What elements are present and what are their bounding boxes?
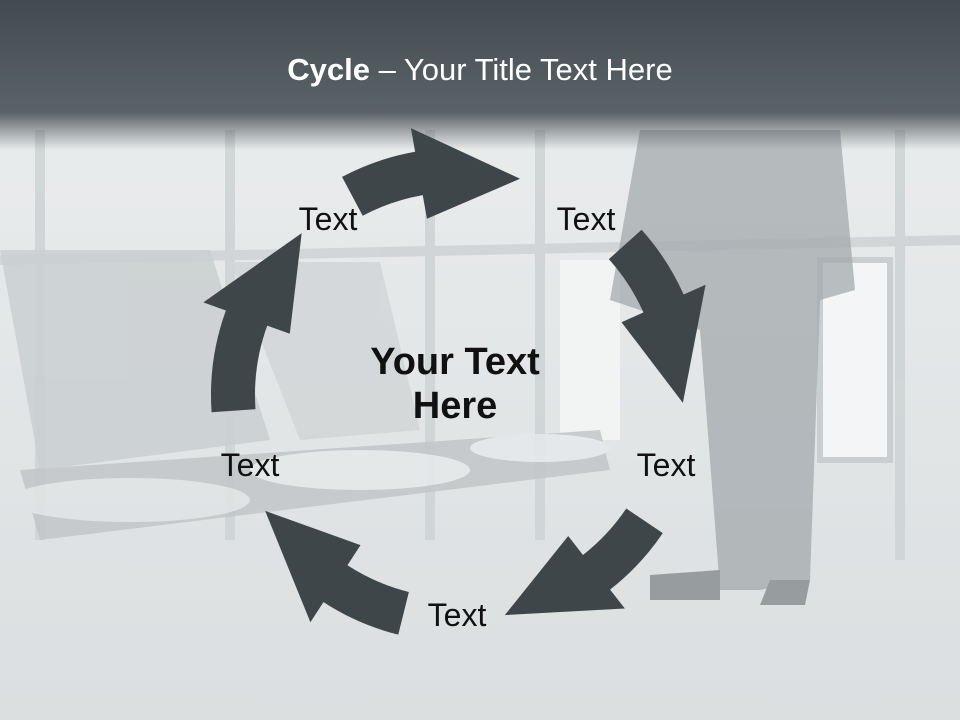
cycle-label-4: Text — [427, 597, 487, 633]
slide-title: Cycle – Your Title Text Here — [0, 52, 960, 88]
header-band — [0, 0, 960, 150]
cycle-arrow-icon-1 — [342, 128, 521, 219]
cycle-label-3: Text — [636, 447, 696, 483]
cycle-label-1: Text — [298, 201, 358, 237]
cycle-arrow-icon-4 — [265, 510, 409, 635]
title-bold: Cycle — [287, 52, 370, 87]
center-line-2: Here — [412, 385, 498, 427]
cycle-label-2: Text — [556, 201, 616, 237]
cycle-arrow-icon-2 — [608, 229, 706, 403]
center-text: Your Text Here — [330, 340, 580, 428]
cycle-arrow-icon-5 — [203, 233, 302, 413]
title-rest: – Your Title Text Here — [370, 52, 673, 87]
center-line-1: Your Text — [370, 341, 540, 383]
cycle-label-5: Text — [220, 447, 280, 483]
cycle-arrow-icon-3 — [504, 508, 663, 616]
